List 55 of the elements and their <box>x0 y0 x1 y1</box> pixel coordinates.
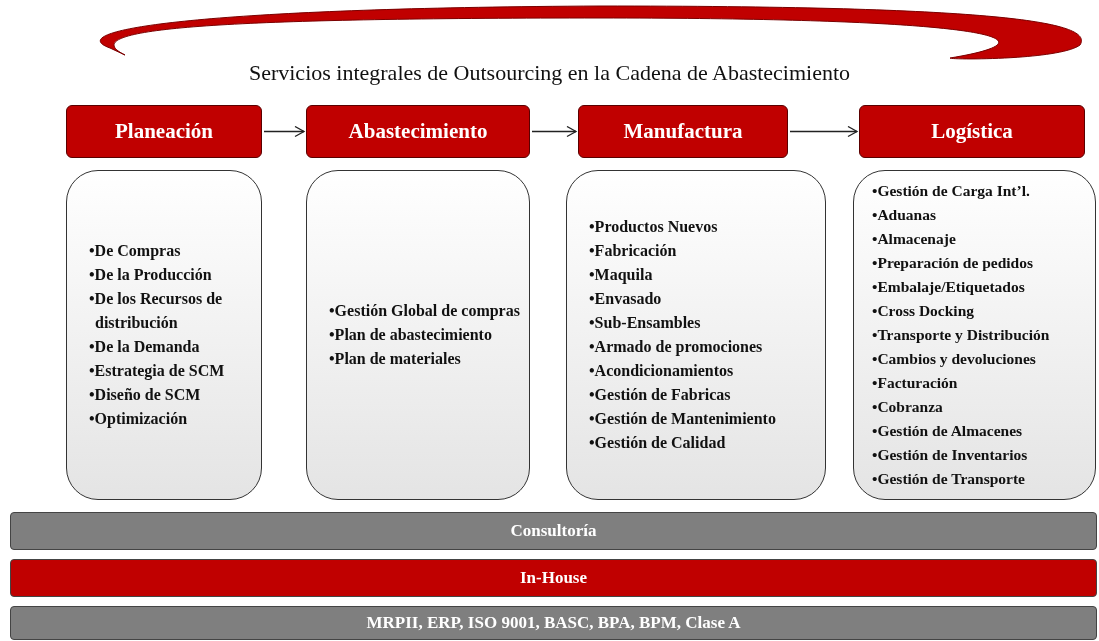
service-list-card <box>306 170 530 500</box>
list-item: •Optimización <box>89 409 189 430</box>
list-item: •Estrategia de SCM <box>89 361 226 382</box>
service-list-card <box>853 170 1096 500</box>
list-item: •Plan de abastecimiento <box>329 325 493 345</box>
title: Servicios integrales de Outsourcing en la Cadena de Abastecimiento <box>247 60 852 86</box>
list-item: •Cross Docking <box>872 301 976 321</box>
band-label: MRPII, ERP, ISO 9001, BASC, BPA, BPM, Clase A <box>366 613 741 633</box>
band-label: In-House <box>519 568 588 588</box>
arrow <box>263 125 305 138</box>
list-item: •Gestión de Mantenimiento <box>589 409 776 429</box>
list-item: •Cambios y devoluciones <box>872 349 1037 369</box>
band-bar <box>10 559 1097 597</box>
list-item: •Transporte y Distribución <box>872 325 1050 345</box>
list-item: •Facturación <box>872 373 959 393</box>
list-item: •Gestión de Calidad <box>589 433 727 453</box>
list-item: •Productos Nuevos <box>589 217 719 237</box>
header-bar <box>66 105 262 158</box>
list-item: •Sub-Ensambles <box>589 313 702 333</box>
stage-title: Manufactura <box>623 119 743 144</box>
list-item: •Fabricación <box>589 241 678 261</box>
list-item: •Gestión de Almacenes <box>872 421 1024 441</box>
service-list-card <box>566 170 826 500</box>
list-item: •Cobranza <box>872 397 944 417</box>
header-bar <box>306 105 530 158</box>
list-item: •Aduanas <box>872 205 937 225</box>
list-item: •Gestión Global de compras <box>329 301 520 322</box>
list-item: •Armado de promociones <box>589 337 764 358</box>
arrow <box>531 125 577 138</box>
list-item: •Embalaje/Etiquetados <box>872 277 1026 297</box>
list-item: •Preparación de pedidos <box>872 253 1034 273</box>
list-item: •Envasado <box>589 289 663 309</box>
list-item: •Almacenaje <box>872 229 957 249</box>
list-item: •De Compras <box>89 241 182 262</box>
stage-title: Logística <box>931 119 1013 144</box>
stage-title: Abastecimiento <box>348 119 488 144</box>
band-bar <box>10 512 1097 550</box>
list-item: •De la Producción <box>89 265 213 285</box>
list-item: •Gestión de Carga Int’l. <box>872 181 1031 201</box>
service-list-card <box>66 170 262 500</box>
list-item: •Diseño de SCM <box>89 385 202 405</box>
band-bar <box>10 606 1097 640</box>
list-item: •Gestión de Transporte <box>872 469 1026 489</box>
list-item: •Acondicionamientos <box>589 361 735 381</box>
arrow <box>789 125 858 138</box>
list-item: •Gestión de Fabricas <box>589 385 732 405</box>
header-bar <box>578 105 788 158</box>
list-item: •Plan de materiales <box>329 349 462 369</box>
list-item: •Gestión de Inventarios <box>872 445 1029 465</box>
header-bar <box>859 105 1085 158</box>
list-item: •Maquila <box>589 265 654 286</box>
band-label: Consultoría <box>510 521 597 541</box>
list-item: •De los Recursos de distribución <box>89 289 224 333</box>
list-item: •De la Demanda <box>89 337 201 357</box>
stage-title: Planeación <box>115 119 213 144</box>
